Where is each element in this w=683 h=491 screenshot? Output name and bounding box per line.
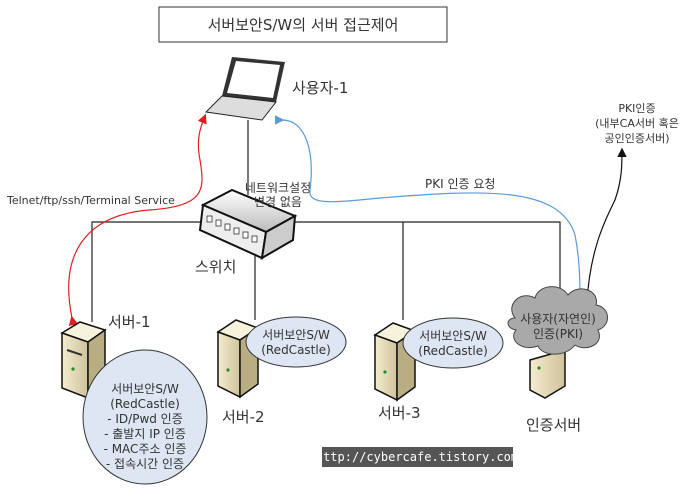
switch-note-line2: 변경 없음	[254, 195, 302, 209]
pki-request-arrow	[274, 115, 585, 303]
server-2-label: 서버-2	[222, 408, 265, 426]
bubble-text: 서버보안S/W	[111, 382, 179, 396]
auth-cloud-line1: 사용자(자연인)	[520, 312, 596, 326]
server-1-bubble: 서버보안S/W (RedCastle) - ID/Pwd 인증 - 출발지 IP…	[82, 349, 208, 485]
server-1-label: 서버-1	[108, 313, 151, 331]
watermark: http://cybercafe.tistory.com	[316, 450, 518, 464]
network-links	[91, 120, 561, 322]
bubble-text: - ID/Pwd 인증	[107, 412, 183, 426]
auth-cloud	[507, 286, 608, 355]
server-2-bubble	[245, 316, 347, 368]
pki-authority-line2: (내부CA서버 혹은	[595, 116, 679, 130]
title: 서버보안S/W의 서버 접근제어	[208, 16, 399, 34]
server-3-label: 서버-3	[378, 404, 421, 422]
watermark-box	[322, 447, 513, 467]
laptop-icon	[204, 57, 285, 121]
pki-authority-arrow	[586, 147, 627, 303]
bubble-text: 서버보안S/W	[262, 328, 330, 342]
switch-label: 스위치	[195, 258, 236, 276]
bubble-text: (RedCastle)	[418, 344, 488, 358]
title-box: 서버보안S/W의 서버 접근제어	[158, 6, 448, 43]
bubble-text: - MAC주소 인증	[104, 442, 187, 456]
server-3-bubble	[402, 317, 504, 369]
bubble-text: (RedCastle)	[261, 343, 331, 357]
switch-note-line1: 네트워크설정	[245, 181, 311, 195]
bubble-text: 서버보안S/W	[419, 329, 487, 343]
switch-icon	[198, 188, 298, 260]
pki-authority-line3: 공인인증서버)	[604, 132, 669, 145]
user-label: 사용자-1	[292, 79, 348, 97]
pki-authority-line1: PKI인증	[618, 102, 655, 115]
auth-server-icon	[529, 349, 566, 399]
auth-server-label: 인증서버	[526, 416, 581, 434]
pki-request-label: PKI 인증 요청	[425, 177, 495, 191]
bubble-text: - 접속시간 인증	[106, 457, 184, 471]
server-1-icon	[60, 321, 107, 400]
bubble-text: (RedCastle)	[110, 397, 180, 411]
telnet-arrow	[68, 113, 207, 327]
auth-cloud-line2: 인증(PKI)	[533, 327, 583, 341]
bubble-text: - 출발지 IP 인증	[104, 427, 186, 441]
protocols-label: Telnet/ftp/ssh/Terminal Service	[6, 194, 175, 207]
